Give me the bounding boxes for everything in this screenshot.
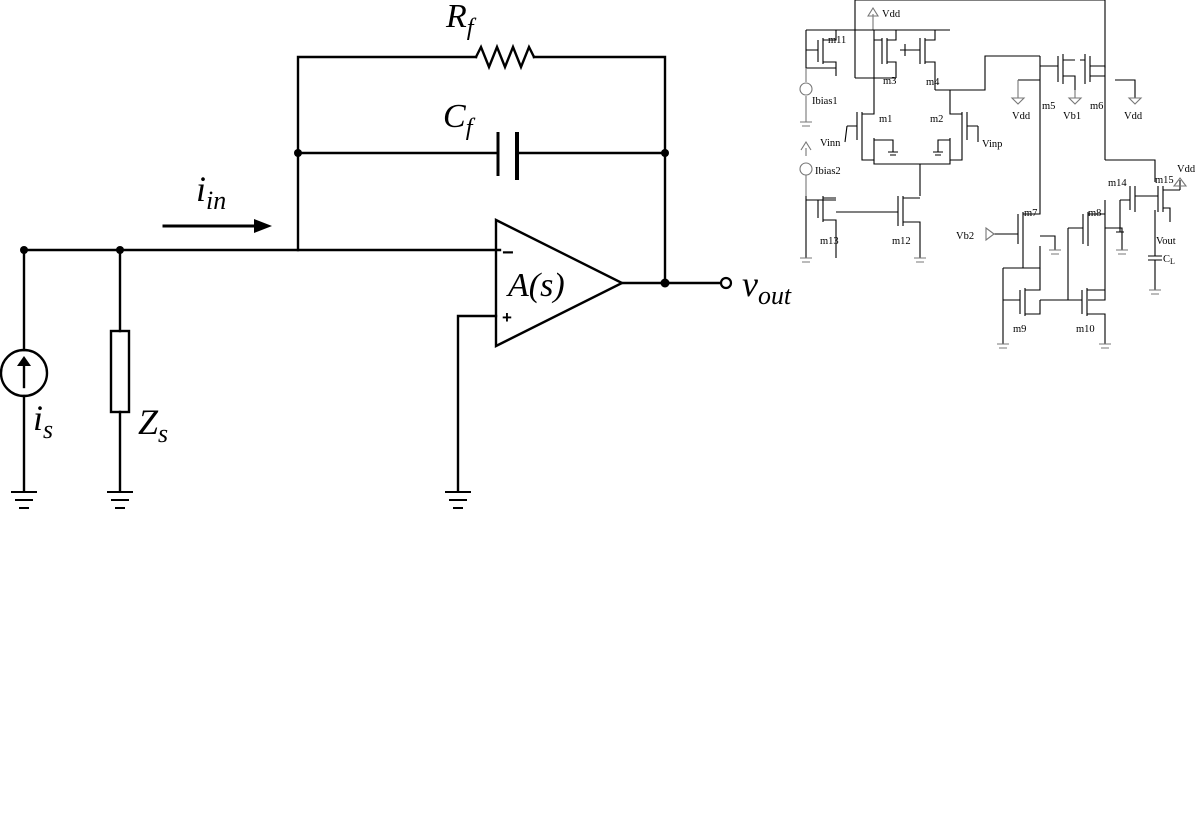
transistor-m1: m1 Vinn bbox=[820, 88, 898, 161]
svg-text:m4: m4 bbox=[926, 77, 940, 88]
svg-text:Ibias1: Ibias1 bbox=[812, 96, 838, 107]
transistor-m2: m2 Vinp bbox=[930, 90, 1002, 161]
inverting-input-sign: − bbox=[502, 242, 514, 264]
transistor-m10: m10 bbox=[1040, 288, 1111, 349]
rf-label: Rf bbox=[445, 0, 477, 41]
feedback-network bbox=[294, 43, 669, 285]
transistor-m13: m13 bbox=[805, 196, 862, 258]
svg-text:Vb2: Vb2 bbox=[956, 231, 974, 242]
svg-text:m14: m14 bbox=[1108, 178, 1127, 189]
svg-text:m12: m12 bbox=[892, 236, 911, 247]
transistor-m8: m8 bbox=[1067, 200, 1128, 301]
source-impedance-zs bbox=[109, 248, 131, 492]
op-amp bbox=[456, 218, 733, 492]
svg-text:Vdd: Vdd bbox=[1012, 111, 1031, 122]
input-current-arrow bbox=[162, 219, 272, 233]
svg-text:Vinp: Vinp bbox=[982, 139, 1002, 150]
ground-symbol bbox=[107, 491, 133, 509]
transistor-m12: m12 bbox=[862, 196, 921, 258]
svg-text:Vdd: Vdd bbox=[1124, 111, 1143, 122]
svg-text:m3: m3 bbox=[883, 76, 896, 87]
svg-text:m9: m9 bbox=[1013, 324, 1026, 335]
svg-text:Vinn: Vinn bbox=[820, 138, 841, 149]
noninverting-input-sign: + bbox=[502, 308, 512, 327]
transistor-m7: Vb2 m7 bbox=[956, 200, 1061, 269]
transistor-m14-m15: m14 m15 Vdd Vout CL bbox=[1105, 159, 1196, 295]
svg-text:m10: m10 bbox=[1076, 324, 1095, 335]
svg-text:Vout: Vout bbox=[1156, 236, 1176, 247]
svg-text:m7: m7 bbox=[1024, 208, 1037, 219]
svg-text:m6: m6 bbox=[1090, 101, 1103, 112]
iin-label: iin bbox=[196, 169, 226, 215]
svg-text:Vdd: Vdd bbox=[1177, 164, 1196, 175]
svg-text:m8: m8 bbox=[1088, 208, 1101, 219]
transistor-m4: m4 bbox=[900, 30, 940, 90]
ibias2-source: Ibias2 bbox=[799, 140, 841, 196]
zs-label: Zs bbox=[138, 402, 168, 448]
svg-text:m13: m13 bbox=[820, 236, 839, 247]
svg-text:m2: m2 bbox=[930, 114, 943, 125]
is-label: is bbox=[33, 398, 53, 444]
ibias1-source: Ibias1 bbox=[799, 68, 838, 127]
ground-symbol bbox=[445, 491, 471, 509]
cf-label: Cf bbox=[443, 98, 476, 141]
transistor-opamp-schematic: Vdd m11 m3 m4 Ibias1 m1 Vinn bbox=[799, 0, 1196, 349]
svg-text:Vb1: Vb1 bbox=[1063, 111, 1081, 122]
svg-text:m15: m15 bbox=[1155, 175, 1174, 186]
cl-label: CL bbox=[1163, 254, 1175, 266]
feedback-resistor-rf bbox=[474, 43, 536, 71]
svg-text:m11: m11 bbox=[828, 35, 846, 46]
vdd-top-label: Vdd bbox=[882, 9, 901, 20]
svg-text:m5: m5 bbox=[1042, 101, 1055, 112]
svg-text:Ibias2: Ibias2 bbox=[815, 166, 841, 177]
svg-text:m1: m1 bbox=[879, 114, 892, 125]
transistor-m11: m11 bbox=[805, 30, 846, 76]
current-source bbox=[0, 248, 49, 492]
vout-label: vout bbox=[742, 264, 792, 310]
transistor-m3: m3 bbox=[873, 30, 897, 88]
tia-circuit: Rf Cf iin is Zs A(s) − + vout bbox=[0, 0, 792, 509]
transistor-m5-m6: m5 m6 Vb1 Vdd Vdd bbox=[1010, 54, 1143, 200]
output-terminal bbox=[719, 276, 733, 290]
transistor-m9: m9 bbox=[997, 267, 1041, 349]
amplifier-gain-label: A(s) bbox=[506, 267, 565, 304]
ground-symbol bbox=[11, 491, 37, 509]
